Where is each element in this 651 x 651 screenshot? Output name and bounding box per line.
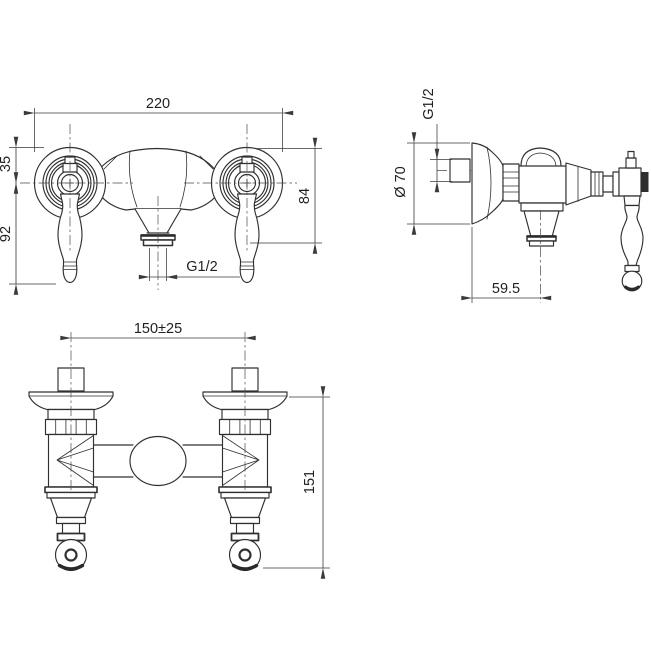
body-center-boss: [129, 435, 187, 487]
dim-front-top-to-axis: 35: [0, 156, 14, 172]
side-dimensions: G1/2 Ø 70 59.5: [393, 88, 552, 303]
dim-front-axis-to-handle: 92: [0, 226, 14, 242]
dim-front-height: 84: [297, 188, 313, 204]
dim-side-flange-diameter: Ø 70: [393, 166, 409, 197]
dim-plan-depth: 151: [302, 470, 318, 494]
plan-dimensions: 150±25 151: [60, 321, 330, 579]
dim-side-inlet-thread: G1/2: [421, 88, 437, 119]
wall-flange: [471, 142, 504, 225]
plan-fixture: [27, 332, 289, 573]
front-fixture: [20, 124, 297, 290]
front-dimensions: 220 35 92 84 G1/2: [0, 96, 322, 295]
dim-plan-inlet-spacing: 150±25: [134, 321, 182, 337]
lever-hub: [618, 167, 642, 197]
plan-centerlines: [70, 332, 246, 490]
dim-front-outlet-thread: G1/2: [186, 259, 217, 275]
wall-inlet-nipple: [449, 158, 471, 183]
side-view: G1/2 Ø 70 59.5: [393, 88, 649, 303]
lever-side: [620, 204, 644, 267]
front-view: 220 35 92 84 G1/2: [0, 96, 322, 295]
plan-view: 150±25 151: [27, 321, 330, 579]
side-fixture: [437, 142, 649, 303]
valve-vertical-centerlines: [69, 124, 248, 253]
dim-side-wall-to-spout: 59.5: [492, 281, 520, 297]
dim-front-width: 220: [146, 96, 170, 112]
valve-body-side: [518, 165, 567, 204]
